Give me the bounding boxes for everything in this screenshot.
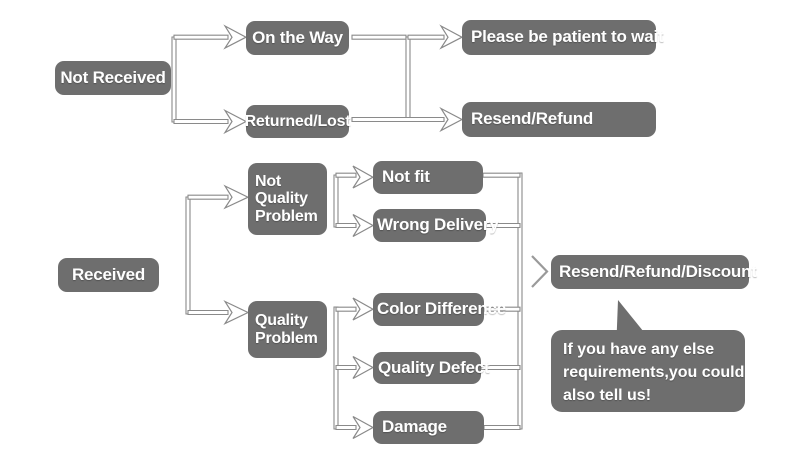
callout-line: requirements,you could — [563, 364, 745, 382]
node-resend-refund-discount[interactable]: Resend/Refund/Discount — [551, 255, 757, 289]
node-damage[interactable]: Damage — [373, 411, 484, 444]
node-resend-refund[interactable]: Resend/Refund — [462, 102, 656, 137]
node-quality-defect[interactable]: Quality Defect — [373, 352, 490, 384]
callout-line: If you have any else — [563, 341, 715, 358]
node-returned-lost[interactable]: Returned/Lost — [245, 105, 351, 138]
node-line: Problem — [255, 207, 318, 225]
wire-returnedlost-to-resend — [351, 106, 464, 133]
node-not-fit[interactable]: Not fit — [373, 161, 483, 194]
node-please-be-patient[interactable]: Please be patient to wait — [462, 20, 664, 55]
node-not-quality-problem[interactable]: Not Quality Problem — [248, 163, 327, 235]
node-on-the-way[interactable]: On the Way — [246, 21, 349, 55]
node-not-received[interactable]: Not Received — [55, 61, 171, 95]
node-line: Quality — [255, 312, 308, 330]
wire-not-received-split — [171, 24, 248, 135]
node-line: Problem — [255, 329, 318, 347]
node-quality-problem[interactable]: Quality Problem — [248, 301, 327, 358]
wire-received-split — [185, 184, 250, 325]
node-received[interactable]: Received — [58, 258, 159, 292]
chevron-arrow-icon — [531, 255, 549, 288]
node-color-difference[interactable]: Color Difference — [373, 293, 506, 326]
callout-bubble: If you have any else requirements,you co… — [551, 330, 745, 412]
node-line: Quality — [255, 190, 308, 208]
callout-line: also tell us! — [563, 387, 652, 405]
wire-ontheway-to-wait — [351, 24, 464, 120]
node-line: Not — [255, 173, 282, 191]
wire-notquality-split — [333, 165, 375, 238]
node-wrong-delivery[interactable]: Wrong Delivery — [373, 209, 499, 242]
wire-collector-bus — [480, 172, 523, 431]
wire-quality-split — [333, 297, 375, 440]
